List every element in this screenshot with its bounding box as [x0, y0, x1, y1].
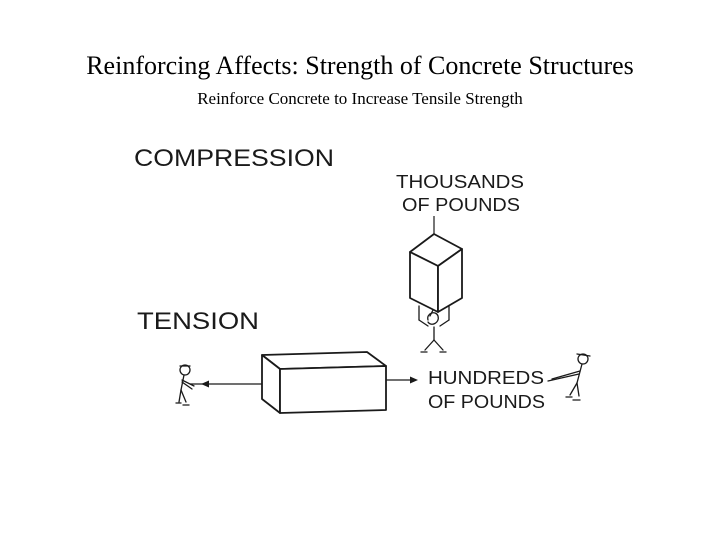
tension-left-stick-figure	[175, 364, 195, 406]
tension-block	[261, 351, 387, 414]
tension-load-label-line1: HUNDREDS	[428, 368, 544, 388]
slide-subtitle: Reinforce Concrete to Increase Tensile S…	[197, 89, 523, 108]
tension-load-label-line2: OF POUNDS	[428, 392, 545, 412]
compression-block	[409, 233, 463, 313]
tension-heading: TENSION	[137, 308, 259, 335]
compression-load-label-line2: OF POUNDS	[402, 195, 520, 215]
compression-heading: COMPRESSION	[134, 145, 334, 172]
tension-right-stick-figure	[547, 353, 591, 401]
compression-load-label-line1: THOUSANDS	[396, 172, 524, 192]
compression-stick-figure	[418, 305, 450, 353]
slide-title: Reinforcing Affects: Strength of Concret…	[86, 51, 634, 80]
tension-arrow-left	[190, 380, 262, 388]
tension-arrow-right	[386, 376, 418, 384]
